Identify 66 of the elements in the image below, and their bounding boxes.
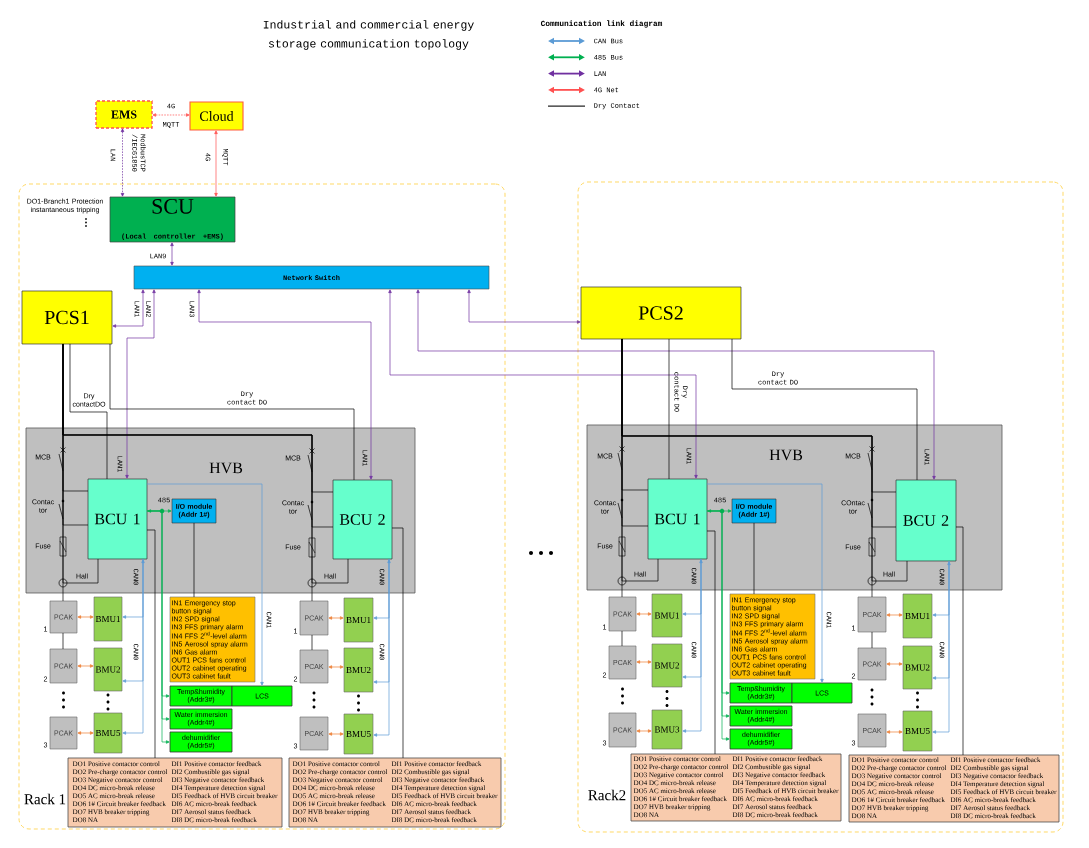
arrow bbox=[125, 289, 156, 479]
connector-line bbox=[871, 631, 873, 649]
connector-line bbox=[731, 338, 918, 481]
arrow bbox=[77, 615, 94, 619]
arrow bbox=[682, 559, 703, 733]
arrow bbox=[886, 613, 903, 617]
controller-box: BCU 1 bbox=[647, 478, 708, 560]
module-box: BMU1 bbox=[343, 597, 374, 643]
controller-box: BCU 1 bbox=[87, 478, 148, 560]
connector-line bbox=[955, 526, 964, 756]
connector-line bbox=[69, 343, 108, 480]
arrow bbox=[214, 130, 218, 197]
connector-line bbox=[621, 338, 908, 582]
arrow bbox=[77, 731, 94, 735]
module-box: BMU2 bbox=[343, 647, 374, 693]
arrow bbox=[170, 242, 174, 266]
arrow bbox=[120, 128, 125, 197]
module-box: BMU1 bbox=[651, 593, 683, 638]
arrow bbox=[886, 662, 903, 666]
connector-line bbox=[621, 630, 623, 647]
arrow bbox=[77, 664, 94, 668]
module-box: BMU2 bbox=[902, 645, 933, 690]
controller-box: BCU 2 bbox=[332, 479, 393, 560]
connector-line bbox=[62, 343, 349, 584]
controller-box: BCU 2 bbox=[895, 479, 957, 562]
arrow bbox=[147, 509, 172, 513]
module-box: BMU1 bbox=[902, 593, 933, 639]
cloud-box: Cloud bbox=[189, 101, 244, 131]
module-box: BMU5 bbox=[902, 710, 933, 752]
module-box: BMU3 bbox=[651, 709, 683, 750]
connector-line bbox=[311, 634, 313, 651]
arrow bbox=[636, 660, 652, 664]
module-box: BMU1 bbox=[93, 596, 123, 642]
arrow bbox=[122, 559, 145, 735]
module-box: BMU5 bbox=[343, 713, 374, 755]
arrow bbox=[373, 559, 391, 737]
arrow bbox=[112, 289, 145, 328]
connector-line bbox=[62, 632, 64, 650]
arrow bbox=[152, 113, 190, 117]
converter-box: PCS1 bbox=[21, 290, 113, 345]
arrow bbox=[886, 730, 903, 734]
connector-line bbox=[391, 527, 404, 759]
connector-line bbox=[668, 338, 670, 480]
arrow bbox=[706, 483, 824, 683]
arrow bbox=[636, 729, 652, 733]
title: Industrial and commercial energy storage communication topology bbox=[263, 20, 474, 50]
arrow bbox=[328, 616, 344, 620]
arrow bbox=[636, 612, 652, 616]
arrow bbox=[388, 289, 698, 479]
arrow bbox=[467, 289, 581, 324]
module-box: BMU2 bbox=[651, 643, 683, 688]
converter-box: PCS2 bbox=[580, 286, 742, 340]
connector-line bbox=[146, 529, 156, 759]
arrow bbox=[416, 289, 936, 480]
dashed-system-box: EMS bbox=[95, 100, 153, 129]
arrow bbox=[197, 289, 373, 480]
arrow bbox=[328, 665, 344, 669]
connector-line bbox=[753, 522, 755, 595]
arrow bbox=[932, 561, 951, 734]
connector-line bbox=[193, 522, 195, 598]
module-box: BMU2 bbox=[93, 647, 123, 692]
arrow bbox=[146, 483, 264, 686]
arrow bbox=[328, 732, 344, 736]
module-box: BMU5 bbox=[93, 712, 123, 754]
connector-line bbox=[706, 530, 716, 755]
connector-line bbox=[109, 343, 355, 481]
